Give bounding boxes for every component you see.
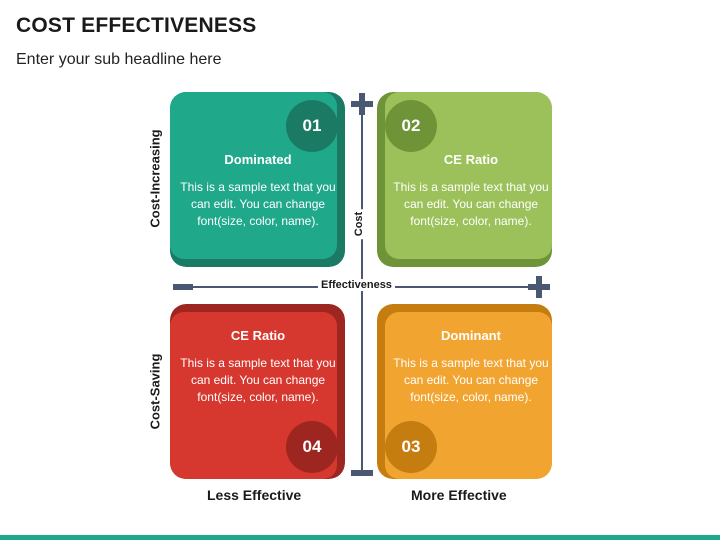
quadrant-text: This is a sample text that you can edit.… xyxy=(393,180,549,228)
quadrant-03: 03 Dominant This is a sample text that y… xyxy=(377,304,552,479)
quadrant-number-badge: 02 xyxy=(385,100,437,152)
cost-saving-label: Cost-Saving xyxy=(147,353,163,430)
less-effective-label: Less Effective xyxy=(207,487,302,503)
quadrant-number-badge: 03 xyxy=(385,421,437,473)
quadrant-text: This is a sample text that you can edit.… xyxy=(180,180,336,228)
minus-left xyxy=(173,284,193,290)
cost-increasing-label: Cost-Increasing xyxy=(147,129,163,228)
quadrant-04: 04 CE Ratio This is a sample text that y… xyxy=(170,304,345,479)
plus-top-v xyxy=(359,93,365,115)
quadrant-text: This is a sample text that you can edit.… xyxy=(393,356,549,404)
quadrant-title: CE Ratio xyxy=(443,152,499,167)
plus-right-v xyxy=(536,276,542,298)
quadrant-01: 01 Dominated This is a sample text that … xyxy=(170,92,345,267)
quadrant-02: 02 CE Ratio This is a sample text that y… xyxy=(377,92,552,267)
minus-bottom xyxy=(351,470,373,476)
quadrant-number-badge: 01 xyxy=(286,100,338,152)
x-axis-label: Effectiveness xyxy=(318,279,395,291)
quadrant-title: Dominated xyxy=(224,152,292,167)
bottom-accent-bar xyxy=(0,535,720,540)
quadrant-number-badge: 04 xyxy=(286,421,338,473)
quadrant-text: This is a sample text that you can edit.… xyxy=(180,356,336,404)
page-subtitle: Enter your sub headline here xyxy=(16,51,222,68)
quadrant-title: Dominant xyxy=(441,328,501,343)
more-effective-label: More Effective xyxy=(411,487,507,503)
page-title: COST EFFECTIVENESS xyxy=(16,14,257,37)
y-axis-label: Cost xyxy=(353,208,366,240)
quadrant-title: CE Ratio xyxy=(230,328,286,343)
